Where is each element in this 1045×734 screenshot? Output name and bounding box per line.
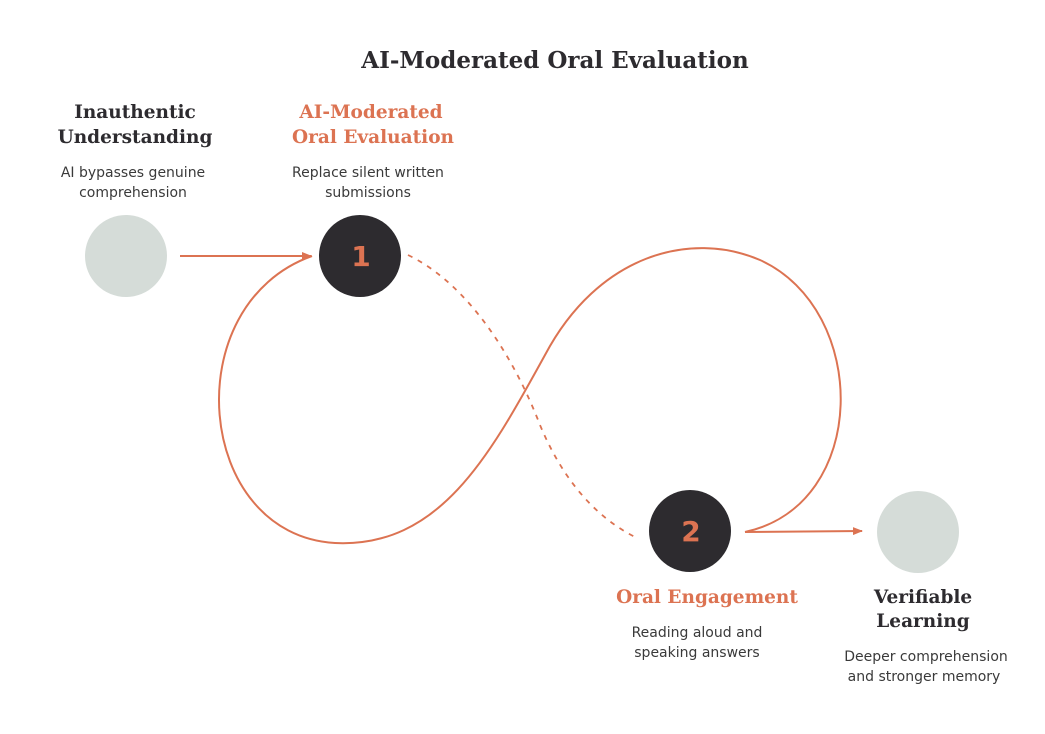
start-heading-line1: Inauthentic bbox=[74, 102, 196, 123]
step1-desc-line1: Replace silent written bbox=[292, 165, 444, 181]
step2-heading: Oral Engagement bbox=[616, 587, 798, 608]
step2-node-circle bbox=[649, 490, 731, 572]
start-desc-line1: AI bypasses genuine bbox=[61, 165, 205, 181]
arrow-step2-to-end bbox=[744, 527, 863, 536]
end-heading-line1: Verifiable bbox=[873, 587, 972, 608]
step2-desc-line2: speaking answers bbox=[634, 645, 759, 661]
end-heading-line2: Learning bbox=[876, 611, 969, 632]
step1-desc-line2: submissions bbox=[325, 185, 411, 201]
step1-number: 1 bbox=[351, 240, 370, 273]
step2-desc-line1: Reading aloud and bbox=[632, 625, 763, 641]
step1-heading-line1: AI-Moderated bbox=[298, 102, 442, 123]
step1-node-circle bbox=[319, 215, 401, 297]
infinity-loop-path bbox=[218, 247, 842, 545]
step1-heading-line2: Oral Evaluation bbox=[292, 127, 455, 148]
end-desc-line2: and stronger memory bbox=[848, 669, 1001, 685]
start-desc-line2: comprehension bbox=[79, 185, 187, 201]
step2-number: 2 bbox=[681, 515, 700, 548]
start-heading-line2: Understanding bbox=[58, 127, 213, 148]
end-desc-line1: Deeper comprehension bbox=[844, 649, 1008, 665]
start-node-circle bbox=[85, 215, 167, 297]
diagram-title: AI-Moderated Oral Evaluation bbox=[360, 47, 749, 74]
dashed-connector bbox=[407, 254, 638, 539]
end-node-circle bbox=[877, 491, 959, 573]
